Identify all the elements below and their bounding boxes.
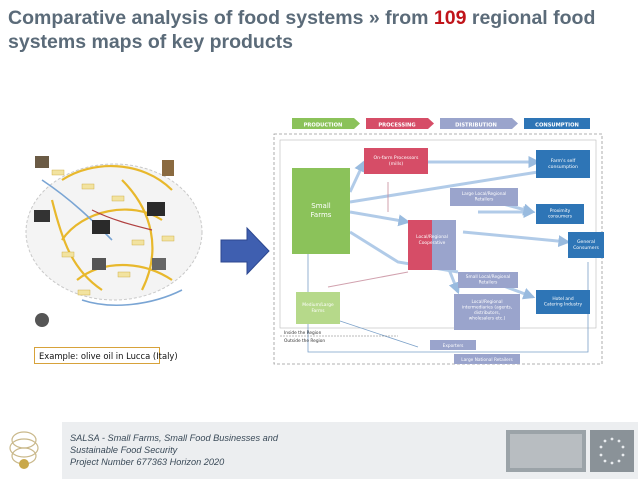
- node-self-consumption: [536, 150, 590, 178]
- node-proximity: [536, 204, 584, 224]
- node-inter-l1: Local/Regional: [471, 299, 502, 305]
- stage-consumption-label: CONSUMPTION: [535, 123, 579, 129]
- node-large-ret-l2: Retailers: [475, 197, 495, 203]
- stage-distribution: [440, 118, 512, 129]
- node-general-consumers: [568, 232, 604, 258]
- example-label: Example: olive oil in Lucca (Italy): [34, 347, 178, 364]
- node-general-l2: Consumers: [573, 245, 599, 251]
- map-node-icons: [34, 156, 174, 327]
- node-national-ret-label: Large National Retailers: [461, 357, 513, 363]
- right-arrow-icon: [220, 226, 270, 276]
- region-outside-label: Outside the Region: [284, 338, 325, 344]
- node-prox-l1: Proximity: [550, 208, 571, 214]
- node-on-farm-processors: [364, 148, 428, 174]
- node-small-farms-l2: Farms: [311, 211, 332, 219]
- node-exporters-label: Exporters: [443, 343, 464, 349]
- stage-processing: [366, 118, 428, 129]
- title-part2: regional food systems maps of key produc…: [8, 7, 596, 53]
- stage-headers: PRODUCTION PROCESSING DISTRIBUTION CONSU…: [292, 118, 590, 129]
- node-medium-large-farms: [296, 292, 340, 324]
- eu-flag-logo: [506, 430, 634, 472]
- region-inside-label: Inside the Region: [284, 330, 322, 336]
- node-general-l1: General: [577, 239, 595, 245]
- node-small-farms-l1: Small: [311, 202, 330, 210]
- stage-processing-label: PROCESSING: [378, 123, 415, 129]
- node-inter-l3: distributors,: [474, 310, 500, 316]
- node-large-ret-l1: Large Local/Regional: [462, 191, 507, 197]
- node-horeca-l2: Catering Industry: [544, 302, 583, 308]
- olive-oil-map-image: [25, 156, 203, 327]
- node-coop-l2: Cooperative: [419, 240, 446, 246]
- node-horeca-l1: Hotel and: [552, 296, 573, 302]
- node-exporters: [430, 340, 476, 350]
- title-part1: Comparative analysis of food systems » f…: [8, 7, 434, 29]
- node-horeca: [536, 290, 590, 314]
- node-small-ret-l2: Retailers: [479, 280, 499, 286]
- footer-text: SALSA - Small Farms, Small Food Business…: [70, 432, 278, 469]
- node-medium-farms-l2: Farms: [311, 308, 325, 314]
- node-self-l2: consumption: [548, 164, 578, 170]
- node-medium-farms-l1: Medium/Large: [302, 302, 334, 308]
- node-small-ret-l1: Small Local/Regional: [466, 274, 510, 280]
- footer-line1: SALSA - Small Farms, Small Food Business…: [70, 433, 278, 443]
- title-highlight: 109: [433, 7, 467, 29]
- node-large-retailers: [450, 188, 518, 206]
- node-national-retailers: [454, 354, 520, 364]
- node-coop-l1: Local/Regional: [416, 234, 448, 240]
- node-local-cooperative: [408, 220, 432, 270]
- node-inter-l4: wholesalers etc.): [469, 316, 506, 322]
- node-onfarm-l1: On-farm Processors: [374, 155, 419, 161]
- node-inter-l2: intermediaries (agents,: [462, 305, 512, 311]
- salsa-ring-logo: [9, 431, 39, 469]
- node-onfarm-l2: (mills): [389, 161, 403, 167]
- stage-production-label: PRODUCTION: [304, 123, 343, 129]
- slide-title: Comparative analysis of food systems » f…: [8, 6, 628, 54]
- node-small-farms: [292, 168, 350, 254]
- stage-production: [292, 118, 354, 129]
- node-self-l1: Farm's self: [551, 158, 576, 164]
- stage-distribution-label: DISTRIBUTION: [455, 123, 497, 129]
- stage-consumption: [524, 118, 590, 129]
- node-intermediaries: [454, 294, 520, 330]
- node-small-retailers: [458, 272, 518, 288]
- node-prox-l2: consumers: [548, 214, 573, 220]
- footer-line3: Project Number 677363 Horizon 2020: [70, 457, 225, 468]
- footer-line2: Sustainable Food Security: [70, 445, 178, 456]
- svg-text:On-farm Processors(mills): On-farm Processors(mills): [374, 155, 419, 167]
- food-system-diagram: PRODUCTION PROCESSING DISTRIBUTION CONSU…: [273, 118, 604, 365]
